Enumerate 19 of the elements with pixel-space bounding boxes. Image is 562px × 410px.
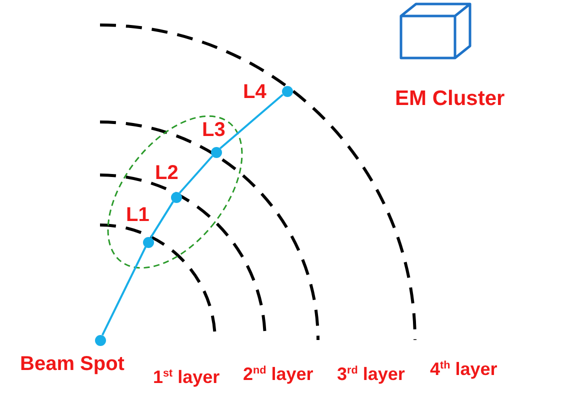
point-dot bbox=[210, 146, 222, 158]
track-line bbox=[220, 94, 284, 150]
track-line bbox=[102, 246, 146, 336]
point-dot bbox=[282, 86, 292, 96]
point-label: L2 bbox=[155, 163, 178, 183]
point-label: L4 bbox=[243, 82, 266, 102]
layer-label: 2$^{nd}$ layer bbox=[243, 365, 314, 383]
cluster-label: EM Cluster bbox=[395, 88, 505, 109]
point-label: L3 bbox=[202, 120, 226, 140]
point-dot bbox=[170, 192, 182, 202]
point-dot bbox=[142, 236, 154, 248]
layer-label: 3$^{rd}$ layer bbox=[337, 365, 405, 383]
layer-label: 4$^{th}$ layer bbox=[430, 360, 498, 378]
track-line bbox=[150, 201, 174, 238]
layer-label: 1$^{st}$ layer bbox=[153, 368, 220, 386]
track-line bbox=[178, 155, 214, 194]
point-dot bbox=[94, 334, 106, 346]
point-label: L1 bbox=[126, 205, 150, 225]
point-label: Beam Spot bbox=[20, 354, 124, 374]
